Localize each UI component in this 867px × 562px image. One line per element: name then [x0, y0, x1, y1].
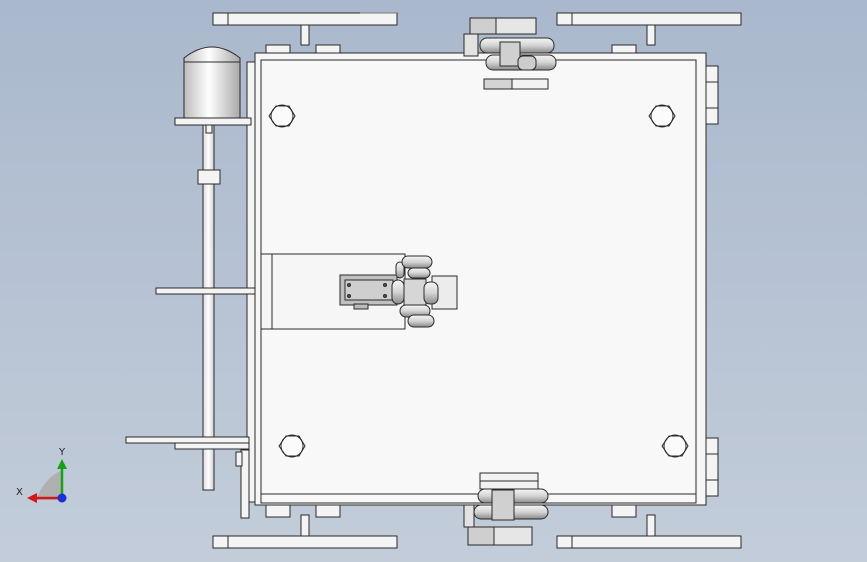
rail-wheel-bottom-right [556, 535, 742, 549]
wheel-axles [300, 24, 656, 537]
omni-wheel-center [391, 255, 458, 328]
lead-screw [197, 123, 221, 491]
corner-bolts [268, 104, 689, 458]
coordinate-triad: Y X [16, 447, 67, 503]
x-axis-label: X [16, 487, 23, 498]
rail-wheel-top-right [556, 12, 742, 26]
y-axis-arrow-icon [57, 459, 67, 469]
center-motor [339, 274, 398, 310]
triad-plane-shade [36, 470, 62, 500]
rail-wheel-top-left [212, 12, 398, 26]
omni-wheel-top [463, 17, 557, 90]
rail-wheel-bottom-left [212, 535, 398, 549]
drive-motor [174, 46, 252, 134]
omni-wheel-bottom [463, 472, 549, 546]
side-arm-lower [125, 436, 250, 450]
z-axis-dot-icon [57, 493, 67, 503]
x-axis-arrow-icon [27, 493, 37, 503]
y-axis-label: Y [58, 447, 66, 458]
